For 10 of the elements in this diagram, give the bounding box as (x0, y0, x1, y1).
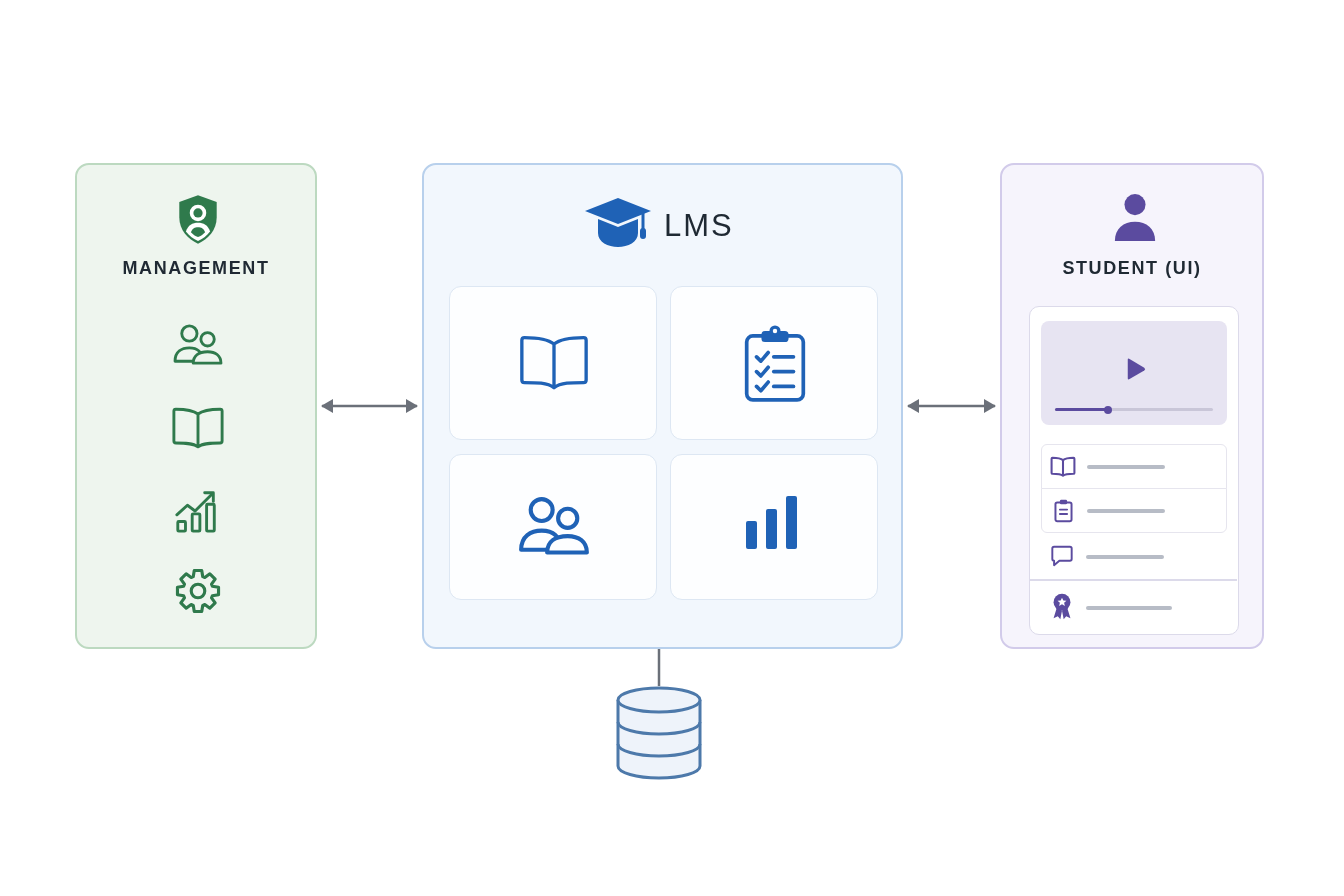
panel-title: LMS (664, 208, 734, 244)
lms-panel (422, 163, 903, 649)
double-arrow (321, 399, 418, 413)
student-panel (1000, 163, 1264, 649)
database-cylinder (615, 686, 703, 780)
management-panel (75, 163, 317, 649)
panel-title: STUDENT (UI) (1062, 258, 1202, 279)
panel-title: MANAGEMENT (122, 258, 270, 279)
double-arrow (907, 399, 996, 413)
connector-line (657, 649, 661, 686)
